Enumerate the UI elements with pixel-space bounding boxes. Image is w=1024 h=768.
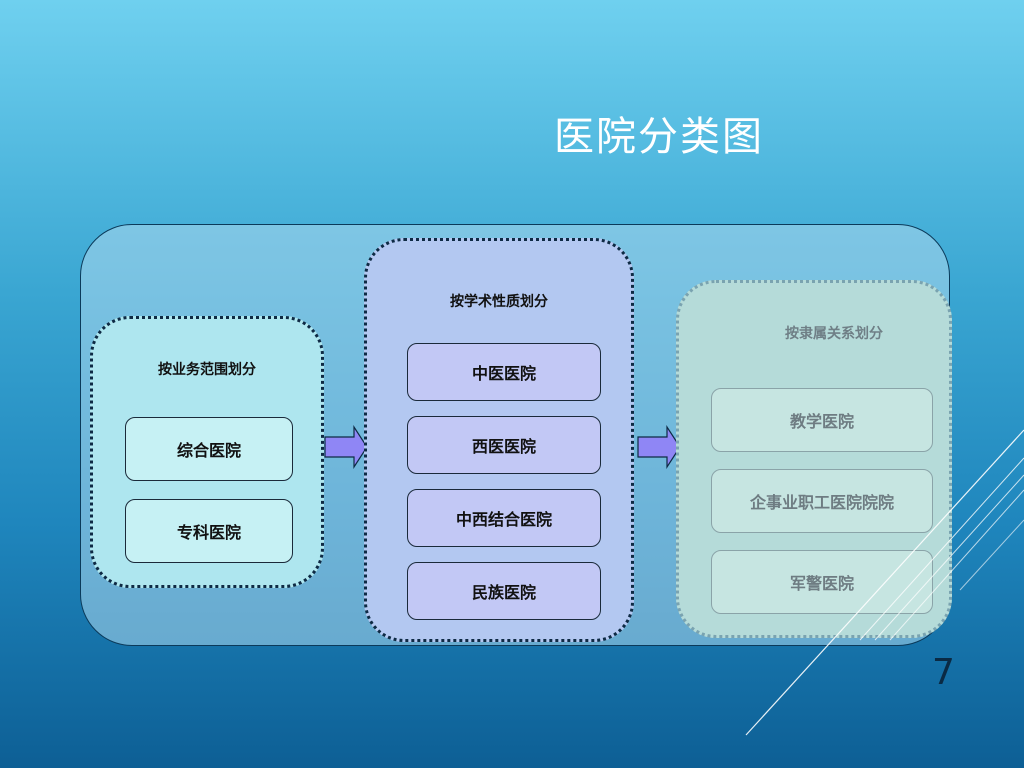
node-tcm-hospital: 中医医院 — [407, 343, 601, 401]
slide-number: 7 — [932, 652, 955, 693]
node-western-hospital: 西医医院 — [407, 416, 601, 474]
node-integrated-hospital: 中西结合医院 — [407, 489, 601, 547]
node-teaching-hospital: 教学医院 — [711, 388, 933, 452]
group-business-scope: 按业务范围划分 综合医院 专科医院 — [90, 316, 324, 588]
group-label-academic-nature: 按学术性质划分 — [450, 294, 548, 310]
node-military-police-hospital: 军警医院 — [711, 550, 933, 614]
arrow-right-icon — [324, 425, 368, 469]
node-specialty-hospital: 专科医院 — [125, 499, 293, 563]
node-ethnic-hospital: 民族医院 — [407, 562, 601, 620]
node-general-hospital: 综合医院 — [125, 417, 293, 481]
group-academic-nature: 按学术性质划分 中医医院 西医医院 中西结合医院 民族医院 — [364, 238, 634, 642]
group-label-affiliation: 按隶属关系划分 — [785, 326, 883, 342]
slide-title: 医院分类图 — [554, 114, 764, 160]
node-enterprise-hospital: 企事业职工医院院院 — [711, 469, 933, 533]
group-affiliation: 按隶属关系划分 教学医院 企事业职工医院院院 军警医院 — [676, 280, 952, 638]
group-label-business-scope: 按业务范围划分 — [158, 362, 256, 378]
arrow-right-icon — [637, 425, 681, 469]
